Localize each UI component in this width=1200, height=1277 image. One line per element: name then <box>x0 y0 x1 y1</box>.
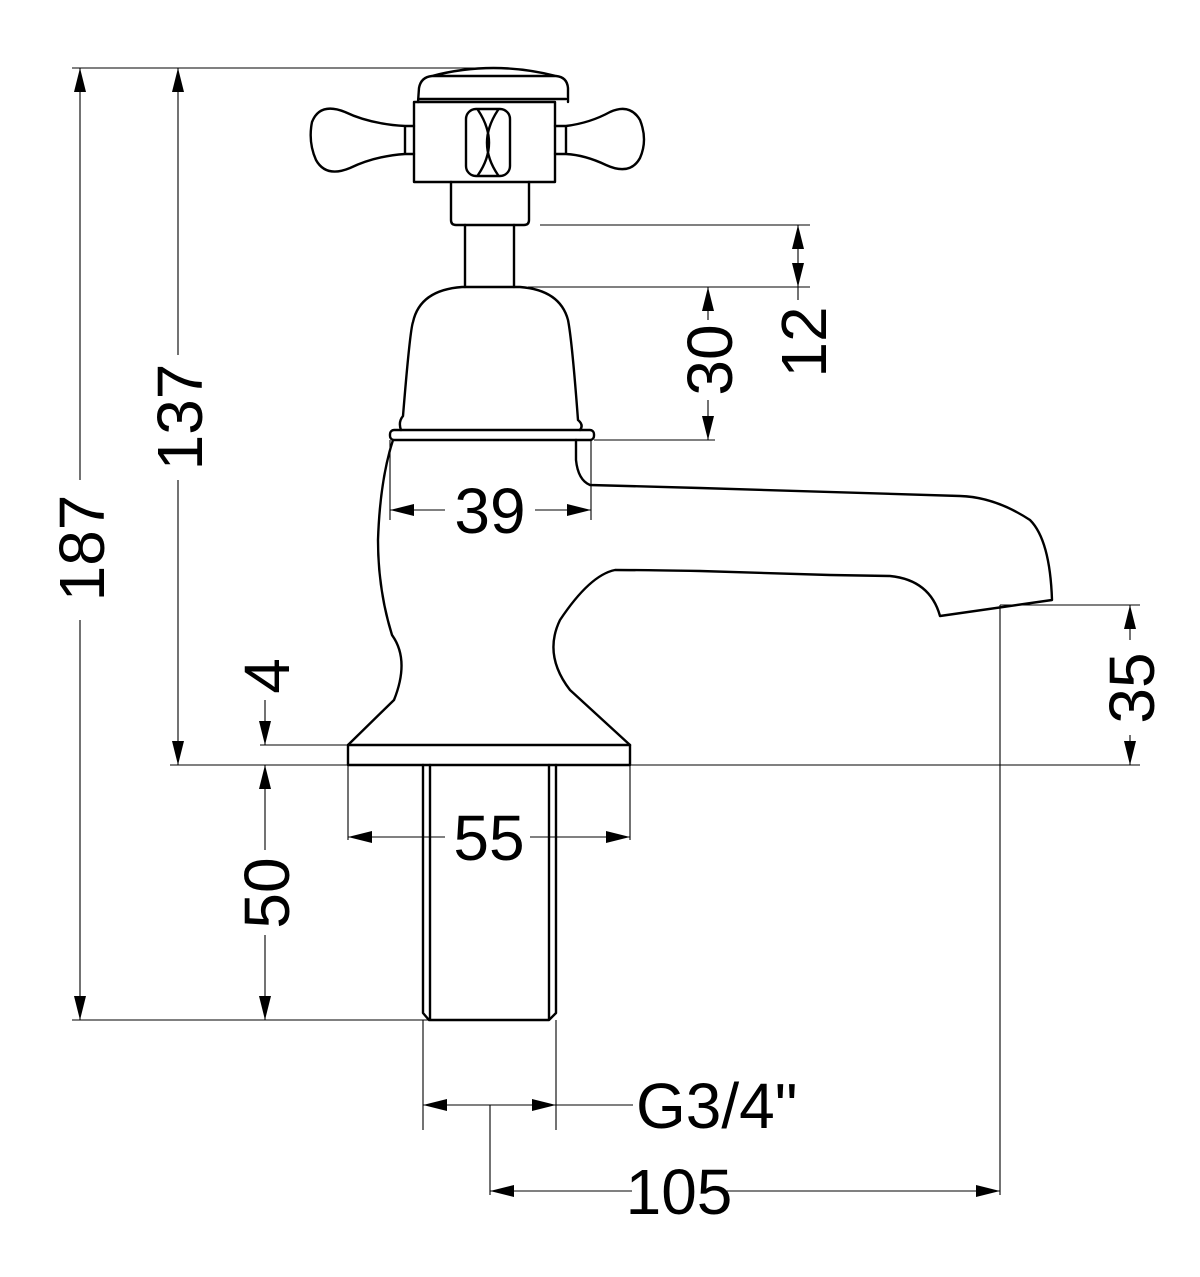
handle-hub <box>412 100 557 184</box>
dim-bell-body-height: 30 <box>674 324 746 395</box>
dim-spout-height: 35 <box>1096 652 1168 723</box>
dim-handle-stem: 12 <box>768 306 840 377</box>
handle-lever-left <box>309 107 416 173</box>
dim-tail-length: 50 <box>231 857 303 928</box>
indice-curves <box>476 108 500 177</box>
dim-body-width: 39 <box>454 475 525 547</box>
bell-ring <box>388 428 596 442</box>
threaded-tail <box>421 763 558 1022</box>
dim-base-thickness: 4 <box>231 658 303 694</box>
handle-collar <box>449 180 531 227</box>
dim-height-to-handle-top: 137 <box>144 364 216 471</box>
dim-thread: G3/4" <box>636 1070 797 1142</box>
handle-lever-right <box>553 107 646 171</box>
dim-spout-reach: 105 <box>626 1156 733 1228</box>
indice-plate <box>464 107 512 178</box>
body-and-spout <box>346 438 1054 747</box>
dimension-labels: 187 137 12 30 39 4 55 35 50 G3/4" 105 <box>46 306 1168 1228</box>
tap-outline <box>309 66 1054 1022</box>
dim-overall-height: 187 <box>46 495 118 602</box>
bell-body <box>398 285 583 432</box>
base-plate <box>346 743 632 767</box>
spindle <box>463 223 516 289</box>
handle-cap <box>416 66 570 104</box>
dimension-lines <box>72 67 1140 1197</box>
dim-base-width: 55 <box>453 802 524 874</box>
